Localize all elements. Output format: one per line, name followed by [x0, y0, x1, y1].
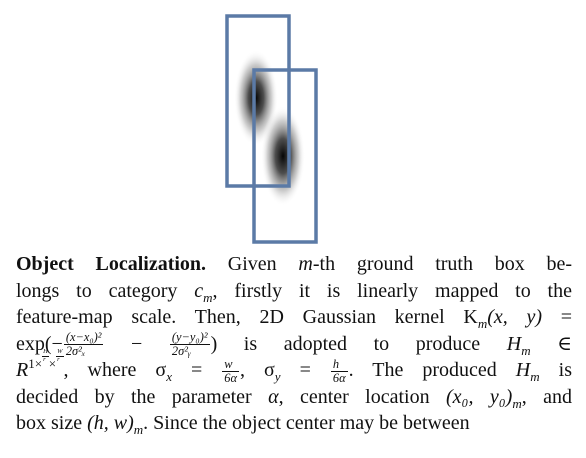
gaussian-blob-2 — [261, 106, 305, 206]
line-7: box size (h, w)m. Since the object cente… — [16, 412, 470, 437]
line-6: decided by the parameter α, center locat… — [16, 385, 572, 411]
gaussian-heatmap-figure — [207, 8, 327, 248]
ground-truth-box-2 — [252, 68, 318, 244]
heatmap-svg — [207, 8, 327, 248]
ground-truth-box-1 — [225, 14, 291, 188]
paper-paragraph: Object Localization. Given m-th ground t… — [16, 251, 572, 437]
line-3: feature-map scale. Then, 2D Gaussian ker… — [16, 306, 572, 331]
line-2: longs to category cm, firstly it is line… — [16, 279, 572, 305]
line-1: Object Localization. Given m-th ground t… — [16, 253, 572, 275]
section-heading: Object Localization. — [16, 253, 207, 275]
